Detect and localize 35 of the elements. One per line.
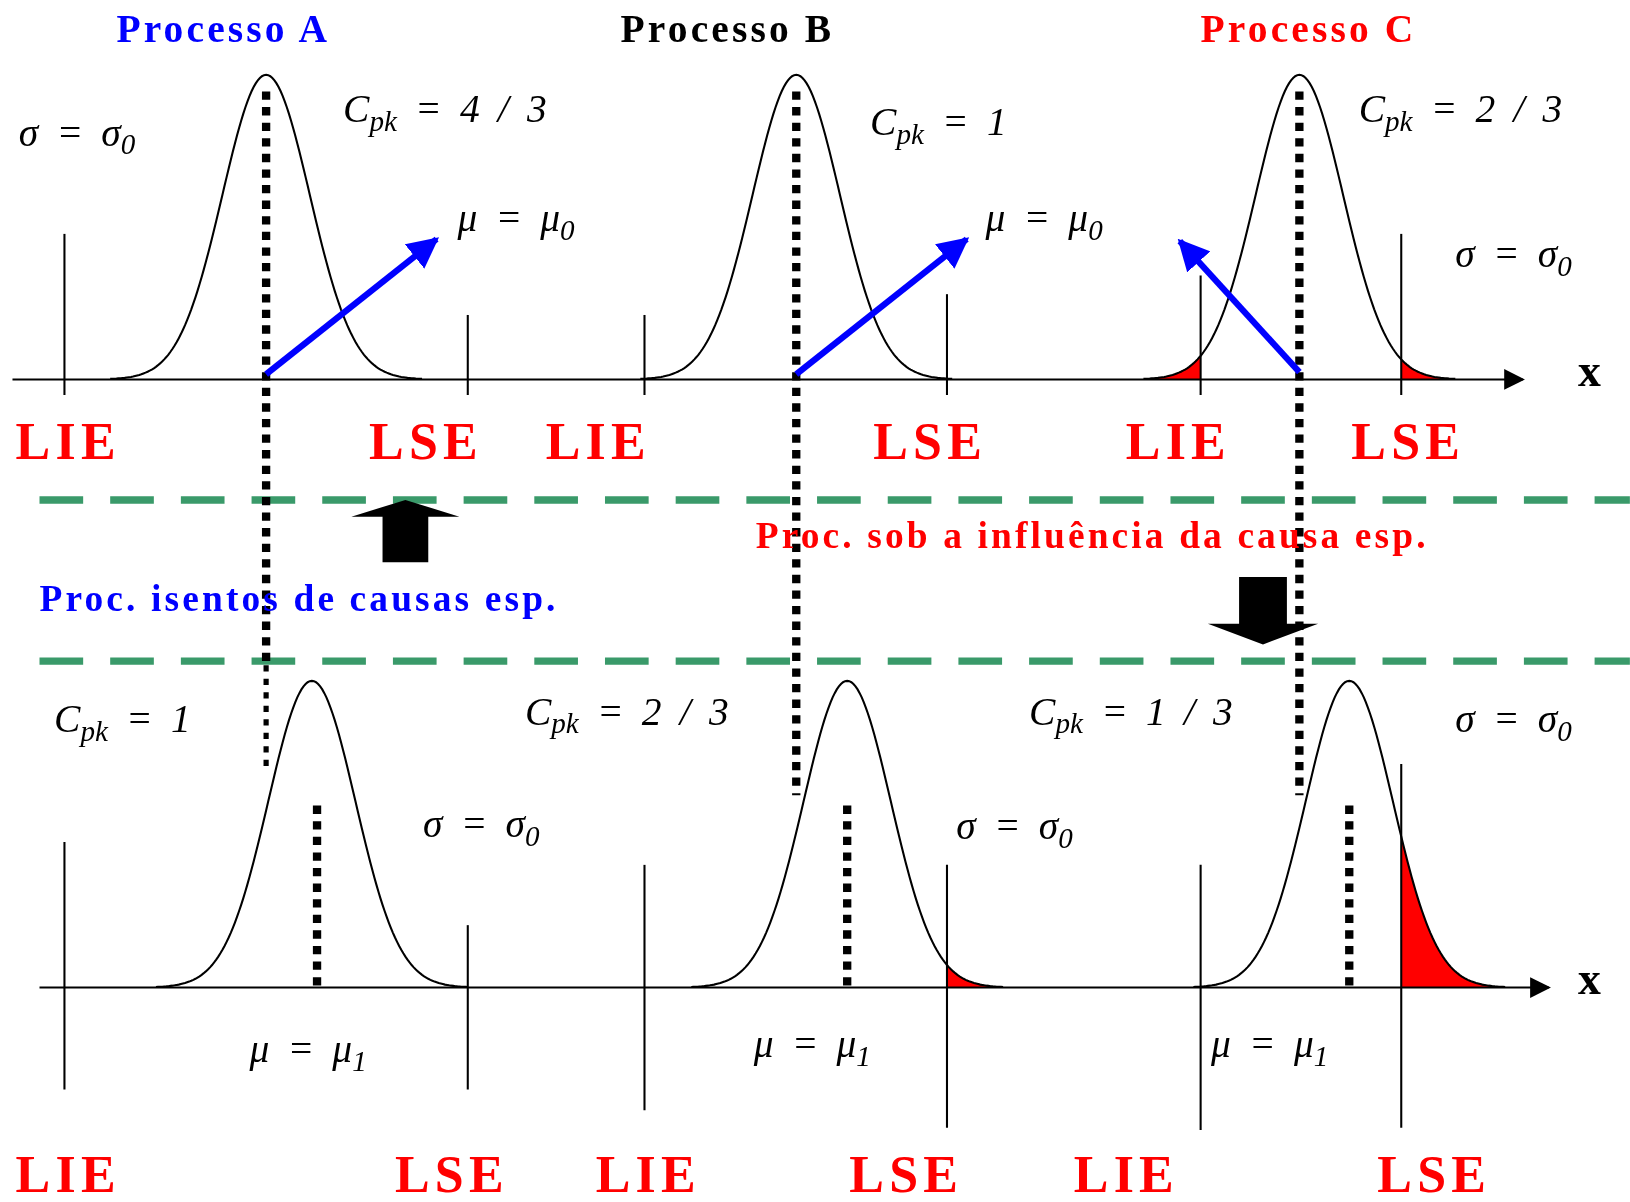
formula-label: σ = σ$_{0}$ bbox=[956, 805, 1073, 853]
process-title: Processo A bbox=[116, 8, 331, 48]
limit-label: LIE bbox=[15, 415, 121, 468]
formula-label: σ = σ$_{0}$ bbox=[1455, 698, 1572, 746]
axis-label: x bbox=[1577, 956, 1601, 1003]
formula-label: C$_{pk}$ = 4 / 3 bbox=[343, 88, 547, 136]
limit-label: LSE bbox=[849, 1148, 964, 1201]
limit-label: LIE bbox=[1125, 415, 1231, 468]
formula-label: μ = μ$_{1}$ bbox=[1211, 1023, 1329, 1072]
limit-label: LIE bbox=[15, 1148, 121, 1201]
formula-label: μ = μ$_{1}$ bbox=[249, 1029, 367, 1077]
formula-label: σ = σ$_{0}$ bbox=[1455, 233, 1572, 282]
limit-label: LSE bbox=[369, 415, 483, 468]
axis-label: x bbox=[1577, 348, 1601, 394]
limit-label: LSE bbox=[1377, 1148, 1492, 1201]
formula-label: μ = μ$_{0}$ bbox=[985, 197, 1103, 245]
formula-label: C$_{pk}$ = 1 bbox=[54, 698, 191, 746]
formula-label: μ = μ$_{0}$ bbox=[457, 197, 575, 245]
formula-label: σ = σ$_{0}$ bbox=[18, 112, 136, 160]
limit-label: LIE bbox=[545, 415, 651, 468]
limit-label: LSE bbox=[873, 415, 987, 468]
formula-label: C$_{pk}$ = 2 / 3 bbox=[1358, 88, 1563, 136]
formula-label: C$_{pk}$ = 1 / 3 bbox=[1029, 691, 1233, 739]
process-note: Proc. sob a influência da causa esp. bbox=[755, 516, 1429, 555]
formula-label: C$_{pk}$ = 2 / 3 bbox=[524, 691, 729, 739]
limit-label: LIE bbox=[595, 1148, 701, 1201]
formula-label: σ = σ$_{0}$ bbox=[423, 803, 540, 851]
limit-label: LIE bbox=[1073, 1148, 1179, 1201]
process-title: Processo C bbox=[1200, 8, 1417, 48]
process-title: Processo B bbox=[620, 8, 835, 48]
process-note: Proc. isentos de causas esp. bbox=[39, 580, 559, 618]
limit-label: LSE bbox=[395, 1148, 509, 1201]
formula-label: C$_{pk}$ = 1 bbox=[870, 101, 1007, 150]
formula-label: μ = μ$_{1}$ bbox=[753, 1023, 871, 1072]
limit-label: LSE bbox=[1351, 415, 1466, 468]
